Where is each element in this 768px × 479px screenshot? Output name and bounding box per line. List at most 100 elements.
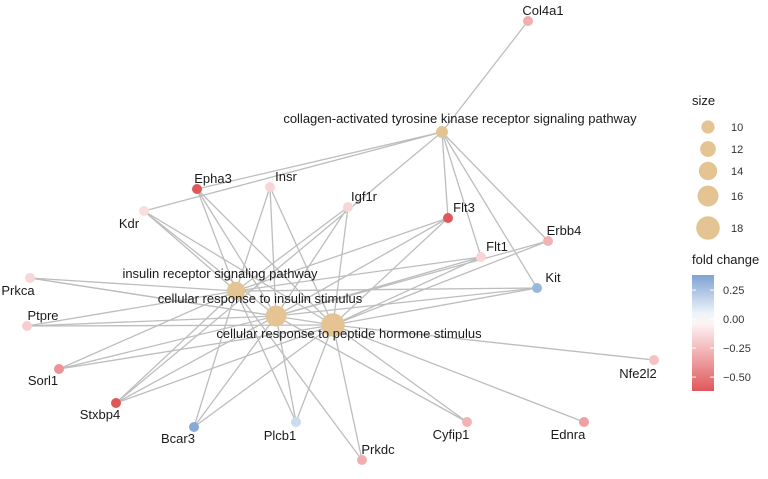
gene-node-ednra[interactable] [579, 417, 589, 427]
gene-node-sorl1[interactable] [54, 364, 64, 374]
fold-change-tick-label-1: 0.00 [723, 314, 744, 326]
edge-collagen-Col4a1 [441, 20, 529, 133]
edge-cell_peptide-Bcar3 [193, 324, 334, 428]
edge-insulin_rec-Flt1 [235, 256, 482, 292]
edge-insulin_rec-Prkdc [235, 290, 363, 461]
gene-node-cyfip1[interactable] [462, 417, 472, 427]
gene-label-ptpre: Ptpre [27, 308, 58, 323]
edge-insulin_rec-Kdr [143, 210, 237, 292]
category-label-insulin_rec: insulin receptor signaling pathway [122, 266, 318, 281]
fold-change-colorbar [692, 275, 714, 391]
gene-label-stxbp4: Stxbp4 [80, 407, 120, 422]
gene-label-flt3: Flt3 [453, 200, 475, 215]
gene-node-epha3[interactable] [192, 184, 202, 194]
edge-collagen-Kit [441, 131, 538, 289]
gene-node-stxbp4[interactable] [111, 398, 121, 408]
gene-node-flt1[interactable] [476, 252, 486, 262]
edge-cell_peptide-Prkdc [332, 324, 363, 461]
edge-cell_peptide-Cyfip1 [332, 324, 468, 423]
gene-node-erbb4[interactable] [543, 236, 553, 246]
gene-label-insr: Insr [275, 169, 297, 184]
gene-node-insr[interactable] [265, 182, 275, 192]
fold-change-tick-label-2: −0.25 [723, 343, 751, 355]
size-legend-label-12: 12 [731, 144, 743, 156]
edge-cell_insulin-Kdr [143, 210, 277, 317]
category-label-cell_insulin: cellular response to insulin stimulus [158, 291, 363, 306]
edges-group [26, 20, 655, 461]
gene-node-nfe2l2[interactable] [649, 355, 659, 365]
gene-node-prkdc[interactable] [357, 455, 367, 465]
gene-node-prkca[interactable] [25, 273, 35, 283]
edge-cell_insulin-Erbb4 [275, 240, 549, 317]
edge-cell_peptide-Igf1r [332, 206, 349, 326]
size-legend-key-10 [701, 120, 715, 134]
fold-change-tick-label-3: −0.50 [723, 372, 751, 384]
gene-label-cyfip1: Cyfip1 [433, 427, 470, 442]
edge-cell_peptide-Sorl1 [58, 324, 334, 370]
gene-label-kit: Kit [545, 270, 561, 285]
gene-node-plcb1[interactable] [291, 417, 301, 427]
size-legend-key-18 [696, 216, 720, 240]
edge-collagen-Flt3 [441, 131, 449, 219]
edge-cell_insulin-Ptpre [26, 315, 277, 327]
gene-label-nfe2l2: Nfe2l2 [619, 366, 657, 381]
edge-cell_peptide-Ptpre [26, 324, 334, 327]
edge-cell_insulin-Stxbp4 [115, 315, 277, 404]
edge-insulin_rec-Epha3 [196, 188, 237, 292]
gene-label-ednra: Ednra [551, 427, 586, 442]
size-legend-label-10: 10 [731, 122, 743, 134]
category-label-collagen: collagen-activated tyrosine kinase recep… [283, 111, 637, 126]
gene-label-col4a1: Col4a1 [522, 3, 563, 18]
edge-cell_peptide-Flt3 [332, 217, 449, 326]
size-legend-label-14: 14 [731, 166, 743, 178]
gene-node-ptpre[interactable] [22, 321, 32, 331]
gene-label-erbb4: Erbb4 [547, 223, 582, 238]
size-legend-key-12 [700, 141, 716, 157]
edge-cell_insulin-Epha3 [196, 188, 277, 317]
category-node-cell_peptide[interactable] [321, 313, 345, 337]
gene-label-bcar3: Bcar3 [161, 431, 195, 446]
size-legend-key-16 [697, 185, 719, 207]
gene-node-flt3[interactable] [443, 213, 453, 223]
edge-insulin_rec-Bcar3 [193, 290, 237, 428]
gene-label-prkca: Prkca [1, 283, 35, 298]
fold-change-tick-label-0: 0.25 [723, 285, 744, 297]
gene-node-col4a1[interactable] [523, 16, 533, 26]
edge-insulin_rec-Stxbp4 [115, 290, 237, 404]
edge-collagen-Flt1 [441, 131, 482, 258]
edge-cell_peptide-Ednra [332, 324, 585, 423]
edge-cell_peptide-Kit [332, 287, 538, 326]
gene-node-igf1r[interactable] [343, 202, 353, 212]
gene-node-kdr[interactable] [139, 206, 149, 216]
category-label-cell_peptide: cellular response to peptide hormone sti… [216, 326, 482, 341]
gene-node-kit[interactable] [532, 283, 542, 293]
size-legend-label-18: 18 [731, 223, 743, 235]
edge-cell_insulin-Insr [269, 186, 277, 317]
edge-collagen-Erbb4 [441, 131, 549, 242]
edge-collagen-Epha3 [196, 131, 443, 190]
category-node-cell_insulin[interactable] [265, 305, 287, 327]
gene-node-bcar3[interactable] [189, 422, 199, 432]
size-legend-title: size [692, 93, 715, 108]
edge-cell_peptide-Nfe2l2 [332, 324, 655, 361]
gene-label-sorl1: Sorl1 [28, 373, 58, 388]
edge-insulin_rec-Prkca [29, 277, 237, 292]
gene-label-prkdc: Prkdc [361, 442, 395, 457]
edge-insulin_rec-Plcb1 [235, 290, 297, 423]
edge-insulin_rec-Kit [235, 287, 538, 292]
edge-insulin_rec-Insr [235, 186, 271, 292]
edge-cell_insulin-Flt3 [275, 217, 449, 317]
edge-cell_peptide-Epha3 [196, 188, 334, 326]
size-legend-key-14 [698, 161, 718, 181]
gene-label-plcb1: Plcb1 [264, 428, 297, 443]
gene-label-kdr: Kdr [119, 216, 140, 231]
gene-label-flt1: Flt1 [486, 239, 508, 254]
category-node-insulin_rec[interactable] [226, 281, 246, 301]
edge-cell_peptide-Plcb1 [295, 324, 334, 423]
edge-collagen-Stxbp4 [115, 131, 443, 404]
edge-collagen-Kdr [143, 131, 443, 212]
category-node-collagen[interactable] [436, 126, 448, 138]
